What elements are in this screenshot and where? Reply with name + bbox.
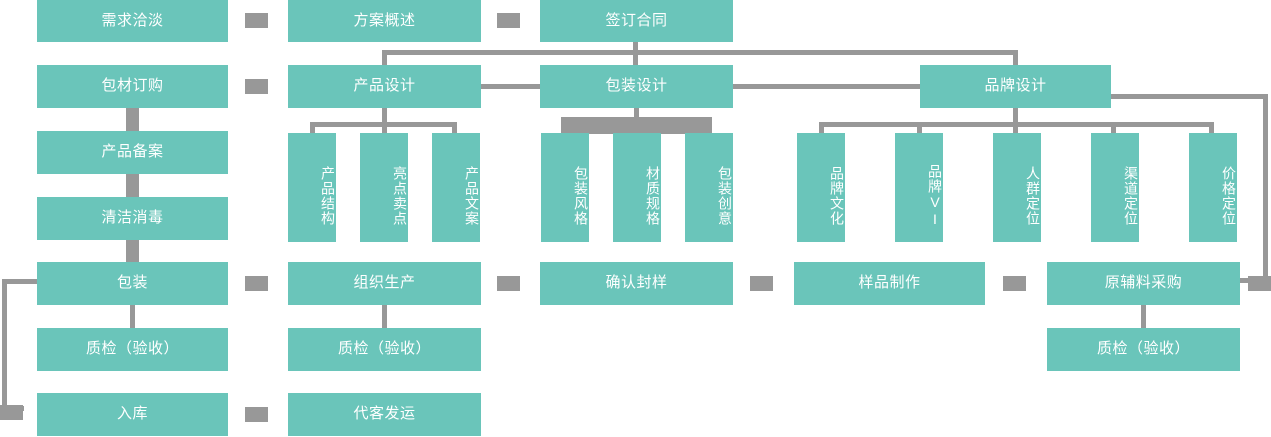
process-node[interactable]: 包装设计 bbox=[540, 65, 733, 108]
process-node[interactable]: 确认封样 bbox=[540, 262, 733, 305]
process-node[interactable]: 质检（验收） bbox=[288, 328, 481, 371]
flow-connector-line bbox=[917, 122, 922, 134]
process-node[interactable]: 包装风格 bbox=[541, 133, 589, 242]
flow-connector-line bbox=[382, 50, 387, 65]
flow-connector-line bbox=[1141, 305, 1146, 330]
process-node[interactable]: 亮点卖点 bbox=[360, 133, 408, 242]
flow-connector-line bbox=[310, 122, 315, 134]
flow-connector-stub bbox=[1248, 276, 1271, 291]
flow-connector-line bbox=[1263, 94, 1268, 282]
flow-connector-stub bbox=[0, 405, 23, 420]
process-node[interactable]: 组织生产 bbox=[288, 262, 481, 305]
process-node[interactable]: 品牌VI bbox=[895, 133, 943, 242]
flow-connector-stub bbox=[245, 13, 268, 28]
process-node[interactable]: 产品文案 bbox=[432, 133, 480, 242]
flow-connector-stub bbox=[245, 79, 268, 94]
process-node[interactable]: 价格定位 bbox=[1189, 133, 1237, 242]
flow-connector-line bbox=[733, 84, 920, 89]
process-node[interactable]: 包材订购 bbox=[37, 65, 228, 108]
flow-connector-stub bbox=[1003, 276, 1026, 291]
flow-connector-line bbox=[1013, 50, 1018, 65]
process-node[interactable]: 样品制作 bbox=[794, 262, 985, 305]
flow-connector-line bbox=[384, 50, 1018, 55]
process-node[interactable]: 产品备案 bbox=[37, 131, 228, 174]
flow-connector-line bbox=[2, 279, 40, 284]
flow-connector-line bbox=[1209, 122, 1214, 134]
process-node[interactable]: 产品结构 bbox=[288, 133, 336, 242]
flow-connector-line bbox=[126, 108, 139, 131]
flow-connector-line bbox=[481, 84, 540, 89]
flow-connector-stub bbox=[750, 276, 773, 291]
flow-connector-line bbox=[126, 174, 139, 197]
flow-connector-stub bbox=[497, 276, 520, 291]
flow-connector-line bbox=[382, 305, 387, 330]
flow-connector-line bbox=[126, 240, 139, 262]
flow-connector-line bbox=[1111, 94, 1268, 99]
flow-connector-line bbox=[452, 122, 457, 134]
process-node[interactable]: 包装 bbox=[37, 262, 228, 305]
flow-connector-line bbox=[130, 305, 135, 330]
process-node[interactable]: 产品设计 bbox=[288, 65, 481, 108]
process-node[interactable]: 签订合同 bbox=[540, 0, 733, 42]
flow-connector-line bbox=[634, 108, 639, 121]
process-node[interactable]: 品牌文化 bbox=[797, 133, 845, 242]
process-node[interactable]: 渠道定位 bbox=[1091, 133, 1139, 242]
flow-connector-line bbox=[382, 122, 387, 134]
flow-connector-line bbox=[1013, 108, 1018, 125]
flow-connector-line bbox=[561, 117, 712, 134]
flow-connector-line bbox=[1013, 122, 1018, 134]
flow-connector-stub bbox=[497, 13, 520, 28]
process-node[interactable]: 代客发运 bbox=[288, 393, 481, 436]
process-node[interactable]: 包装创意 bbox=[685, 133, 733, 242]
flow-connector-stub bbox=[245, 407, 268, 422]
flow-connector-line bbox=[2, 279, 7, 411]
process-node[interactable]: 清洁消毒 bbox=[37, 197, 228, 240]
process-node[interactable]: 原辅料采购 bbox=[1047, 262, 1240, 305]
process-node[interactable]: 方案概述 bbox=[288, 0, 481, 42]
process-node[interactable]: 质检（验收） bbox=[1047, 328, 1240, 371]
process-node[interactable]: 材质规格 bbox=[613, 133, 661, 242]
flow-connector-line bbox=[382, 108, 387, 125]
process-node[interactable]: 人群定位 bbox=[993, 133, 1041, 242]
process-node[interactable]: 入库 bbox=[37, 393, 228, 436]
flow-connector-stub bbox=[245, 276, 268, 291]
flow-connector-line bbox=[819, 122, 824, 134]
process-node[interactable]: 需求洽淡 bbox=[37, 0, 228, 42]
flow-connector-line bbox=[1111, 122, 1116, 134]
process-node[interactable]: 品牌设计 bbox=[920, 65, 1111, 108]
process-node[interactable]: 质检（验收） bbox=[37, 328, 228, 371]
